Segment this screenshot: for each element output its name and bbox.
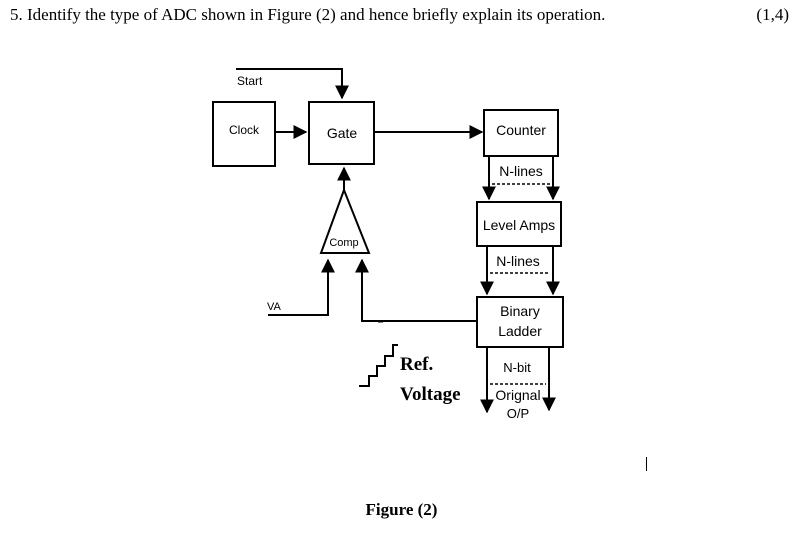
original-label: Orignal [495,387,540,403]
ladder-label: Ladder [498,323,542,339]
clock-block: Clock [212,101,276,167]
question-text: 5. Identify the type of ADC shown in Fig… [10,5,606,24]
nlines-2-label: N-lines [496,253,540,269]
binary-label: Binary [500,303,540,319]
start-signal: Start [236,68,349,100]
figure-caption: Figure (2) [365,500,438,519]
ladder-feedback-line [355,258,477,322]
text-cursor [646,457,647,471]
nlines-1-label: N-lines [499,163,543,179]
comp-label: Comp [329,237,358,249]
nlines-bus-2: N-lines [480,246,560,296]
comparator: Comp [319,187,371,254]
start-label: Start [237,74,263,88]
nlines-bus-1: N-lines [482,156,560,201]
binary-ladder-block: Binary Ladder [476,296,564,348]
level-amps-block: Level Amps [476,201,562,247]
level-amps-label: Level Amps [483,217,555,233]
op-label: O/P [507,406,529,421]
staircase-icon [359,344,398,387]
counter-label: Counter [496,122,546,138]
counter-block: Counter [483,109,559,157]
voltage-label: Voltage [400,384,461,405]
gate-block: Gate [308,101,375,165]
clock-label: Clock [229,123,260,137]
ref-voltage: Ref. Voltage [359,321,461,405]
va-input: VA [267,258,335,316]
nbit-label: N-bit [503,360,531,375]
nbit-output: N-bit Orignal O/P [480,347,556,421]
va-label: VA [267,301,282,313]
ref-label: Ref. [400,354,433,375]
question-marks: (1,4) [756,5,789,24]
gate-label: Gate [327,125,358,141]
